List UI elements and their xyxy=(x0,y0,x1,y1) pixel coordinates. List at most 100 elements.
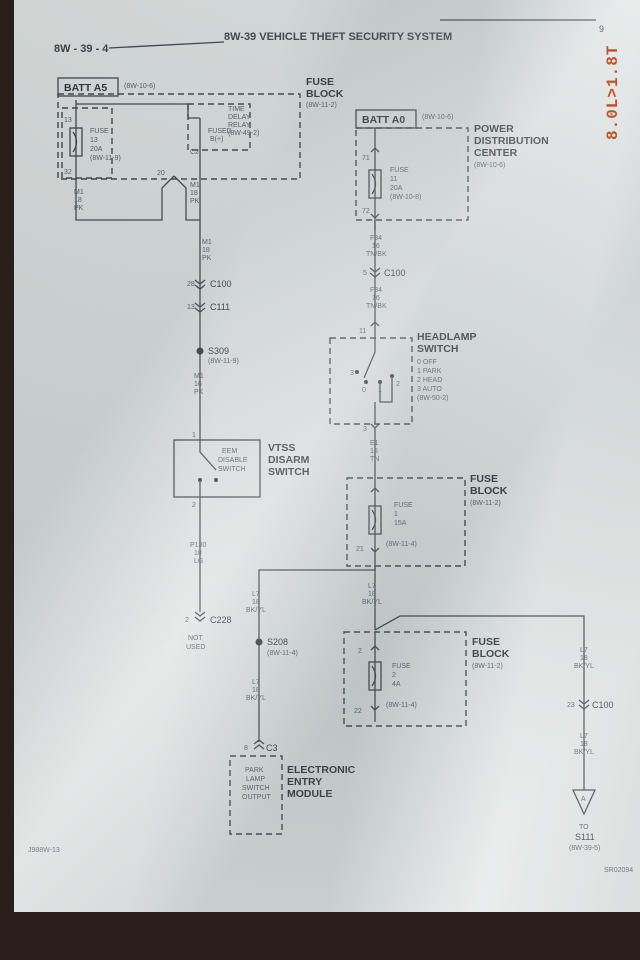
fuse-13-ref: (8W-11-9) xyxy=(90,155,121,162)
c111-pin: 13 xyxy=(187,304,195,311)
vtss-title-3: SWITCH xyxy=(268,466,309,478)
splice-s309-dot xyxy=(196,347,204,355)
splice-ref-s111: S111 xyxy=(575,832,595,842)
fuse-13-pin-bottom: 32 xyxy=(64,169,72,176)
fuse-block-low-ref: (8W-11-2) xyxy=(472,663,503,670)
connector-c228-symbol xyxy=(194,611,206,622)
fuse-1-rating: 15A xyxy=(394,520,407,527)
vtss-pin-bottom: 2 xyxy=(192,502,196,509)
relay-label-3: RELAY xyxy=(228,122,251,129)
wire-f34-a-gauge: 16 xyxy=(372,243,380,250)
headlamp-contact-3: 3 xyxy=(350,370,354,377)
relay-ref: (8W-49-2) xyxy=(228,130,259,137)
s309-name: S309 xyxy=(208,346,229,356)
vtss-inner-3: SWITCH xyxy=(218,466,246,473)
wire-l7-right-a-color: BK/YL xyxy=(574,663,594,670)
fuse-11-label: FUSE xyxy=(390,167,409,174)
wire-l7-b-gauge: 18 xyxy=(368,591,376,598)
fuse-block-top-ref: (8W-11-2) xyxy=(306,102,337,109)
footer-left-code: J988W-13 xyxy=(28,847,60,854)
relay-label-1: TIME xyxy=(228,106,245,113)
headlamp-position-3: 3 AUTO xyxy=(417,386,442,393)
connector-c3-symbol xyxy=(253,739,265,750)
headlamp-contact-0: 0 xyxy=(362,387,366,394)
headlamp-position-1: 1 PARK xyxy=(417,368,442,375)
c228-pin: 2 xyxy=(185,617,189,624)
fuse-11-number: 11 xyxy=(390,176,397,183)
eem-pin: 8 xyxy=(244,745,248,752)
pin-20: 20 xyxy=(157,170,165,177)
fuse-13-label: FUSE xyxy=(90,128,109,135)
wire-f34-b-gauge: 16 xyxy=(372,295,380,302)
wire-f34-a-color: TN/BK xyxy=(366,251,387,258)
fuse-11-rating: 20A xyxy=(390,185,403,192)
wire-e1-id: E1 xyxy=(370,440,379,447)
wire-l7-right-a-gauge: 18 xyxy=(580,655,588,662)
fuse-block-top-title-1: FUSE xyxy=(306,76,334,88)
wire-e1-gauge: 16 xyxy=(370,448,378,455)
vtss-inner-1: EEM xyxy=(222,448,237,455)
eem-title-2: ENTRY xyxy=(287,776,322,788)
wire-f34-a-id: F34 xyxy=(370,235,382,242)
wire-l7-c-gauge: 18 xyxy=(252,687,260,694)
eem-title-3: MODULE xyxy=(287,788,333,800)
fuse-1-number: 1 xyxy=(394,511,398,518)
connector-c100-low-symbol xyxy=(578,699,590,710)
fuse-1-pin-bottom: 21 xyxy=(356,546,364,553)
eem-inner-1: PARK xyxy=(245,767,264,774)
wire-l7-right-b-id: L7 xyxy=(580,733,588,740)
fuse-2-ref: (8W-11-4) xyxy=(386,702,417,709)
fuse-11-pin-bottom: 72 xyxy=(362,208,370,215)
wire-p130-gauge: 18 xyxy=(194,550,202,557)
vtss-title-1: VTSS xyxy=(268,442,295,454)
vtss-title-2: DISARM xyxy=(268,454,310,466)
eem-connector: C3 xyxy=(266,743,278,753)
eem-title-1: ELECTRONIC xyxy=(287,764,356,776)
wire-l7-right-b-color: BK/YL xyxy=(574,749,594,756)
wire-l7-a-id: L7 xyxy=(252,591,260,598)
splice-ref-letter: A xyxy=(581,796,586,803)
page-number: 8W - 39 - 4 xyxy=(54,43,109,55)
wiring-diagram: 8W - 39 - 4 8W-39 VEHICLE THEFT SECURITY… xyxy=(28,19,633,874)
wire-p130-color: LG xyxy=(194,558,203,565)
fuse-block-mid-title-1: FUSE xyxy=(470,473,498,485)
wire-f34-b-color: TN/BK xyxy=(366,303,387,310)
page-title: 8W-39 VEHICLE THEFT SECURITY SYSTEM xyxy=(224,31,452,43)
s309-ref: (8W-11-9) xyxy=(208,358,239,365)
eem-inner-4: OUTPUT xyxy=(242,794,272,801)
fuse-1-label: FUSE xyxy=(394,502,413,509)
c100-low-pin: 23 xyxy=(567,702,575,709)
fuse-block-low-title-1: FUSE xyxy=(472,636,500,648)
s208-name: S208 xyxy=(267,637,288,647)
fuse-13-body xyxy=(69,127,83,157)
fuse-13-pin-top: 13 xyxy=(64,117,72,124)
corner-number: 9 xyxy=(599,24,604,34)
batt-a0-label: BATT A0 xyxy=(362,114,405,126)
vtss-switch-box xyxy=(173,439,261,498)
wire-l7-right-b-gauge: 18 xyxy=(580,741,588,748)
c100-low-name: C100 xyxy=(592,700,614,710)
pdc-title-1: POWER xyxy=(474,123,514,135)
wire-f34-b-id: F34 xyxy=(370,287,382,294)
fuse-11-body xyxy=(368,169,382,199)
c228-name: C228 xyxy=(210,615,232,625)
fuse-13-number: 13 xyxy=(90,137,98,144)
headlamp-contact-2: 2 xyxy=(396,381,400,388)
splice-ref-page: (8W-39-5) xyxy=(569,845,600,852)
vtss-inner-2: DISABLE xyxy=(218,457,248,464)
headlamp-title-1: HEADLAMP xyxy=(417,331,477,343)
fuse-13-rating: 20A xyxy=(90,146,103,153)
wire-l7-right-a-id: L7 xyxy=(580,647,588,654)
relay-label-2: DELAY xyxy=(228,114,251,121)
fuse-1-ref: (8W-11-4) xyxy=(386,541,417,548)
wire-m1-mid-gauge: 18 xyxy=(190,190,198,197)
fuse-block-low-title-2: BLOCK xyxy=(472,648,510,660)
c111-name: C111 xyxy=(210,302,230,312)
headlamp-pin-top: 11 xyxy=(359,328,366,335)
connector-c100-right-symbol xyxy=(369,267,381,278)
fuse-block-mid-box xyxy=(346,477,466,567)
s208-ref: (8W-11-4) xyxy=(267,650,298,657)
wire-m1-low-id: M1 xyxy=(202,239,212,246)
eem-inner-3: SWITCH xyxy=(242,785,270,792)
date-stamp: 8.0L>1.8T xyxy=(604,44,622,140)
